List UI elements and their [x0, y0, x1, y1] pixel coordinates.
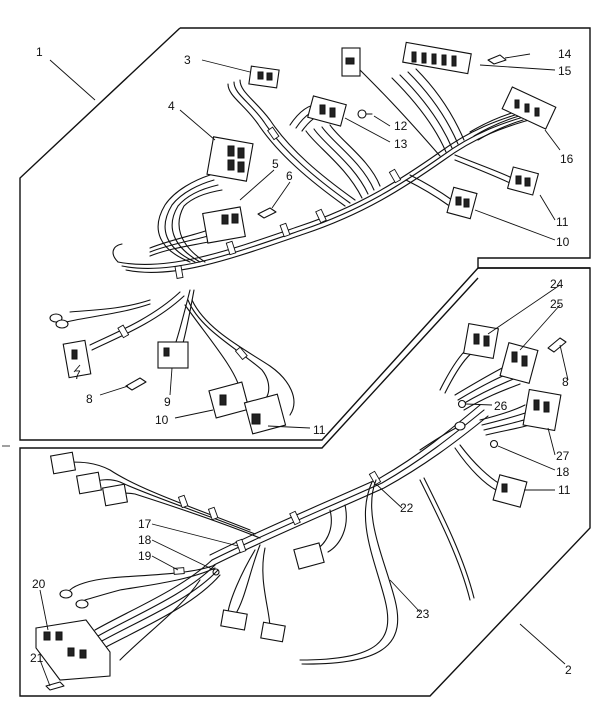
connector-10-lower [208, 381, 250, 419]
callout-labels: 1 3 4 5 6 14 15 12 13 16 11 10 7 8 9 10 … [30, 45, 574, 677]
terminal-6 [257, 207, 277, 219]
callout-18a: 18 [138, 533, 152, 547]
callout-24: 24 [550, 277, 564, 291]
callout-27: 27 [556, 449, 570, 463]
connector-27 [522, 388, 562, 432]
callout-9: 9 [164, 395, 171, 409]
callout-14: 14 [558, 47, 572, 61]
callout-11c: 11 [558, 483, 571, 497]
callout-3: 3 [184, 53, 191, 67]
callout-23: 23 [416, 607, 430, 621]
connector-25 [499, 342, 539, 384]
callout-25: 25 [550, 297, 564, 311]
connector-11-lower [243, 393, 287, 435]
terminal-8-lower [547, 337, 567, 353]
callout-8b: 8 [562, 375, 569, 389]
callout-15: 15 [558, 64, 572, 78]
callout-10a: 10 [556, 235, 570, 249]
terminal-8-upper [125, 377, 147, 391]
connector-5 [202, 206, 246, 244]
callout-5: 5 [272, 157, 279, 171]
connector-11-upper [506, 166, 540, 196]
terminal-26 [457, 399, 467, 409]
callout-11b: 11 [313, 423, 326, 437]
callout-10b: 10 [155, 413, 169, 427]
connector-left-top [341, 47, 361, 77]
callout-2: 2 [565, 663, 572, 677]
callout-11a: 11 [556, 215, 569, 229]
terminal-18-right [489, 439, 499, 449]
callout-21: 21 [30, 651, 44, 665]
callout-8a: 8 [86, 392, 93, 406]
callout-16: 16 [560, 152, 574, 166]
callout-17: 17 [138, 517, 152, 531]
upper-wiring-harness [49, 41, 557, 435]
callout-4: 4 [168, 99, 175, 113]
connector-10-upper [446, 186, 478, 220]
connector-7 [62, 339, 92, 379]
connector-lower-left-a [49, 451, 77, 475]
callout-18b: 18 [556, 465, 570, 479]
callout-6: 6 [286, 169, 293, 183]
connector-lower-left-c [101, 483, 129, 507]
connector-11-bottom [492, 474, 528, 508]
connector-middle [293, 542, 325, 570]
terminal-14 [487, 54, 507, 65]
connector-bottom-a [220, 609, 248, 631]
callout-26: 26 [494, 399, 508, 413]
lower-wiring-harness [35, 322, 567, 691]
connector-lower-left-b [75, 471, 103, 495]
connector-24 [462, 322, 500, 360]
connector-20 [35, 619, 111, 681]
callout-leaders [39, 53, 569, 687]
connector-4 [206, 136, 254, 182]
callout-12: 12 [394, 119, 408, 133]
connector-3 [248, 65, 280, 89]
lower-harness-frame [2, 267, 591, 697]
connector-16 [501, 86, 557, 130]
callout-1: 1 [36, 45, 43, 59]
connector-bottom-b [260, 621, 286, 643]
callout-20: 20 [32, 577, 46, 591]
connector-15 [402, 41, 472, 75]
callout-13: 13 [394, 137, 408, 151]
callout-7: 7 [74, 368, 81, 382]
callout-19: 19 [138, 549, 152, 563]
terminal-12 [357, 109, 373, 119]
connector-9 [157, 341, 189, 369]
terminal-21 [45, 681, 65, 691]
connector-13-cluster [289, 95, 347, 132]
callout-22: 22 [400, 501, 414, 515]
